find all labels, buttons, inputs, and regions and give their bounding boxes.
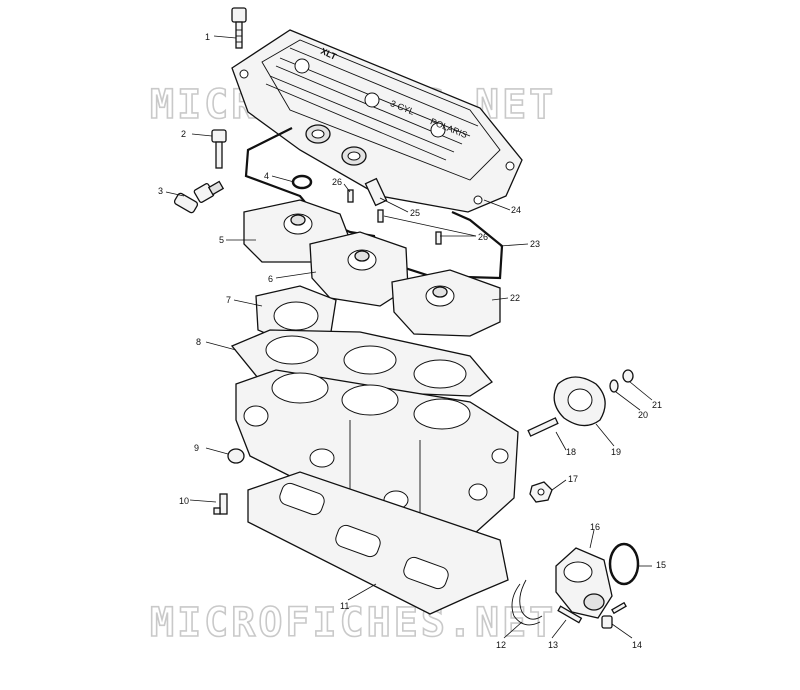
- callout-2: 2: [181, 129, 186, 139]
- callout-labels: 1 2 3 4 5 6 7 8 9 10 11 12 13 14 15 16 1…: [158, 32, 666, 650]
- bolt-part-14: [601, 601, 627, 629]
- callout-7: 7: [226, 295, 231, 305]
- callout-5: 5: [219, 235, 224, 245]
- callout-14: 14: [632, 640, 642, 650]
- callout-10: 10: [179, 496, 189, 506]
- watermark-bottom: MICROFICHES.NET: [150, 600, 556, 646]
- callout-15: 15: [656, 560, 666, 570]
- callout-26-right: 26: [478, 232, 488, 242]
- bolt-part-2: [211, 129, 227, 169]
- callout-16: 16: [590, 522, 600, 532]
- callout-12: 12: [496, 640, 506, 650]
- callout-13: 13: [548, 640, 558, 650]
- nut-part-21: [622, 369, 634, 383]
- callout-26-top: 26: [332, 177, 342, 187]
- callout-20: 20: [638, 410, 648, 420]
- leader-lines: [165, 35, 653, 639]
- callout-8: 8: [196, 337, 201, 347]
- callout-11: 11: [340, 601, 349, 611]
- callout-23: 23: [530, 239, 540, 249]
- callout-18: 18: [566, 447, 576, 457]
- plug-part-9: [227, 448, 245, 464]
- callout-4: 4: [264, 171, 269, 181]
- callout-22: 22: [510, 293, 520, 303]
- o-ring-part-15: [608, 542, 640, 586]
- screw-part-13: [557, 605, 583, 624]
- clamp-part-12: [511, 579, 543, 626]
- washer-part-20: [609, 379, 619, 393]
- dowel-pins-part-26: [347, 189, 442, 245]
- exhaust-gasket-part-19: [553, 376, 606, 427]
- callout-19: 19: [611, 447, 621, 457]
- callout-21: 21: [652, 400, 662, 410]
- callout-25: 25: [410, 208, 420, 218]
- intake-boot-part-16: [555, 547, 613, 619]
- head-cover-part-22: [391, 269, 501, 337]
- callout-9: 9: [194, 443, 199, 453]
- fitting-part-10: [213, 493, 228, 515]
- base-gasket-part-11: [247, 471, 509, 615]
- callout-3: 3: [158, 186, 163, 196]
- callout-6: 6: [268, 274, 273, 284]
- callout-24: 24: [511, 205, 521, 215]
- stud-part-18: [527, 417, 559, 437]
- bolt-part-1: [231, 7, 247, 49]
- temp-sensor-part-3: [173, 180, 225, 214]
- callout-1: 1: [205, 32, 210, 42]
- callout-17: 17: [568, 474, 578, 484]
- cylinder-block: [235, 369, 519, 541]
- head-cover-part-6: [309, 231, 409, 307]
- valve-cover-part-24: XLT 3 CYL POLARIS: [231, 29, 523, 213]
- o-ring-part-4: [291, 174, 313, 190]
- nut-part-17: [529, 481, 553, 503]
